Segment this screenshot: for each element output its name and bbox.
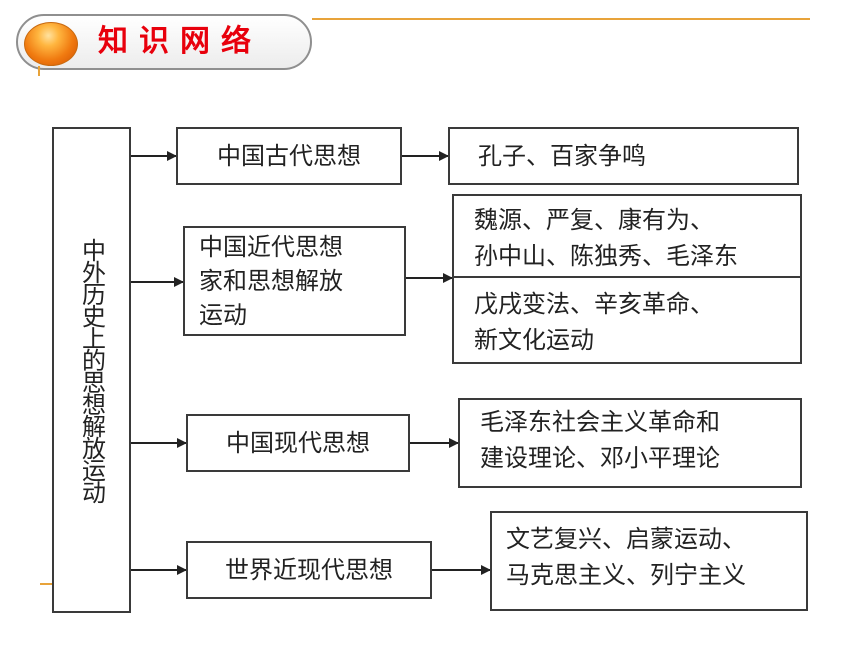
category-label: 中国现代思想 bbox=[226, 429, 370, 457]
orange-orb-icon bbox=[24, 22, 78, 66]
root-node: 中外历史上的思想解放运动 bbox=[52, 127, 131, 613]
category-label-line: 运动 bbox=[199, 301, 247, 329]
detail-group-people: 魏源、严复、康有为、 孙中山、陈独秀、毛泽东 bbox=[454, 196, 800, 278]
detail-line: 毛泽东社会主义革命和 bbox=[480, 408, 720, 436]
category-label: 世界近现代思想 bbox=[225, 556, 393, 584]
detail-line: 文艺复兴、启蒙运动、 bbox=[506, 525, 746, 553]
category-label-line: 中国近代思想 bbox=[199, 233, 343, 261]
detail-line: 孙中山、陈独秀、毛泽东 bbox=[474, 242, 738, 270]
detail-node-world: 文艺复兴、启蒙运动、 马克思主义、列宁主义 bbox=[490, 511, 808, 611]
root-label: 中外历史上的思想解放运动 bbox=[77, 238, 106, 502]
header-tick bbox=[38, 66, 40, 76]
category-node-world: 世界近现代思想 bbox=[186, 541, 432, 599]
category-node-modern-thinkers: 中国近代思想 家和思想解放 运动 bbox=[183, 226, 406, 336]
detail-line: 马克思主义、列宁主义 bbox=[506, 561, 746, 589]
category-label: 中国古代思想 bbox=[217, 142, 361, 170]
category-node-contemporary: 中国现代思想 bbox=[186, 414, 410, 472]
detail-group-events: 戊戌变法、辛亥革命、 新文化运动 bbox=[454, 278, 800, 362]
section-title: 知识网络 bbox=[98, 24, 262, 59]
header-rule bbox=[312, 18, 810, 20]
category-label-line: 家和思想解放 bbox=[199, 267, 343, 295]
detail-line: 建设理论、邓小平理论 bbox=[480, 444, 720, 472]
detail-line: 魏源、严复、康有为、 bbox=[474, 206, 714, 234]
detail-line: 新文化运动 bbox=[474, 326, 594, 354]
detail-node-modern-thinkers: 魏源、严复、康有为、 孙中山、陈独秀、毛泽东 戊戌变法、辛亥革命、 新文化运动 bbox=[452, 194, 802, 364]
category-node-ancient: 中国古代思想 bbox=[176, 127, 402, 185]
footer-rule bbox=[40, 583, 54, 585]
detail-node-contemporary: 毛泽东社会主义革命和 建设理论、邓小平理论 bbox=[458, 398, 802, 488]
detail-line: 戊戌变法、辛亥革命、 bbox=[474, 290, 714, 318]
detail-node-ancient: 孔子、百家争鸣 bbox=[448, 127, 799, 185]
detail-line: 孔子、百家争鸣 bbox=[478, 142, 646, 170]
